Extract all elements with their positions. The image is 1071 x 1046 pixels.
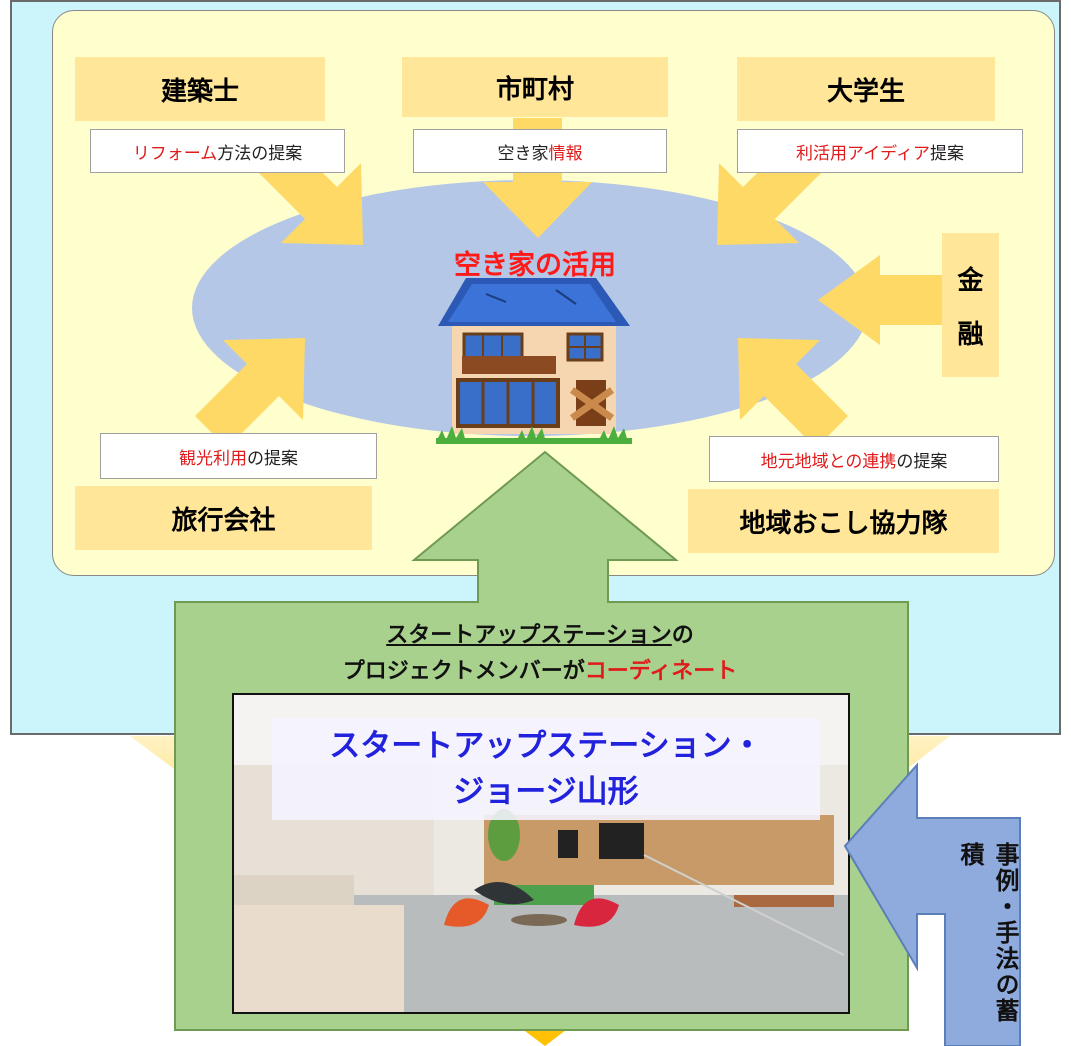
actor-finance: 金 融 <box>942 233 999 377</box>
station-name: スタートアップステーション・ ジョージ山形 <box>272 718 820 820</box>
vacant-house-illustration <box>436 278 632 444</box>
proposal-students: 利活用アイディア提案 <box>737 129 1023 173</box>
coordination-text: スタートアップステーションの プロジェクトメンバーがコーディネート <box>342 623 738 684</box>
actor-university-students: 大学生 <box>737 57 995 121</box>
actor-regional-revitalization-team: 地域おこし協力隊 <box>688 489 999 553</box>
proposal-architect: リフォーム方法の提案 <box>90 129 345 173</box>
travel-arrow <box>195 338 305 448</box>
proposal-municipality: 空き家情報 <box>413 129 667 173</box>
finance-arrow <box>818 255 942 345</box>
proposal-revitalization: 地元地域との連携の提案 <box>709 436 999 482</box>
actor-travel-agency: 旅行会社 <box>75 486 372 550</box>
proposal-travel: 観光利用の提案 <box>100 433 377 479</box>
center-title: 空き家の活用 <box>454 250 616 281</box>
municipality-arrow <box>483 118 592 238</box>
revitalization-arrow <box>738 338 848 448</box>
actor-municipality: 市町村 <box>402 57 668 117</box>
accumulation-text: 事例・手法の蓄積 <box>956 842 1019 1024</box>
actor-architect: 建築士 <box>75 57 325 121</box>
